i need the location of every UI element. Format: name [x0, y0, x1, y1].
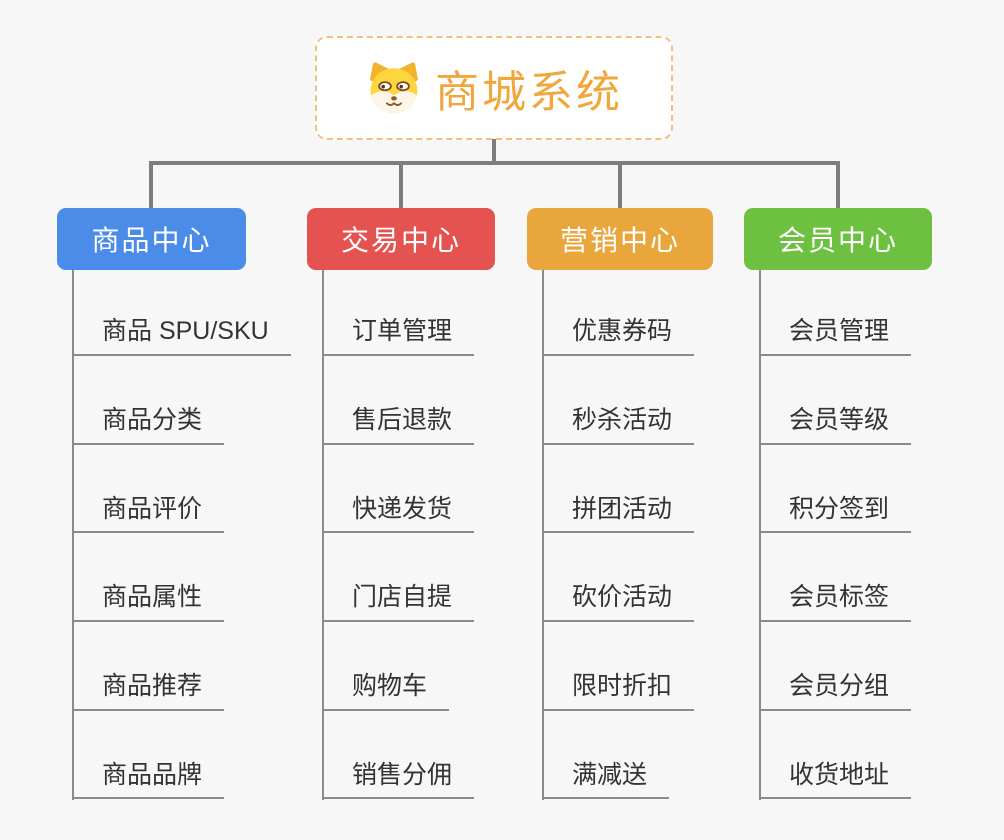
child-node[interactable]: 满减送: [527, 711, 779, 800]
branch-node-product-center[interactable]: 商品中心: [57, 208, 246, 270]
child-node[interactable]: 会员标签: [744, 533, 996, 623]
branch-children-marketing: 优惠券码 秒杀活动 拼团活动 砍价活动 限时折扣 满减送: [527, 270, 779, 801]
child-node-label: 订单管理: [322, 317, 475, 356]
child-node[interactable]: 砍价活动: [527, 533, 779, 623]
child-node-label: 商品推荐: [72, 672, 225, 711]
child-node[interactable]: 销售分佣: [307, 711, 559, 800]
child-node-label: 满减送: [542, 761, 670, 800]
child-node[interactable]: 快递发货: [307, 445, 559, 534]
child-node-label: 商品属性: [72, 583, 225, 623]
child-node[interactable]: 购物车: [307, 622, 559, 711]
child-node-label: 门店自提: [322, 583, 475, 623]
root-node[interactable]: 商城系统: [315, 36, 673, 140]
branch-children-trade: 订单管理 售后退款 快递发货 门店自提 购物车 销售分佣: [307, 270, 559, 801]
child-node[interactable]: 商品评价: [57, 445, 309, 534]
child-node[interactable]: 门店自提: [307, 533, 559, 623]
child-node-label: 商品分类: [72, 406, 225, 445]
branch-children-member: 会员管理 会员等级 积分签到 会员标签 会员分组 收货地址: [744, 270, 996, 801]
branch-node-member-center[interactable]: 会员中心: [744, 208, 932, 270]
connector-horizontal-bar: [149, 161, 840, 165]
child-node[interactable]: 商品分类: [57, 356, 309, 445]
child-node[interactable]: 优惠券码: [527, 270, 779, 356]
child-node[interactable]: 收货地址: [744, 711, 996, 800]
child-node-label: 快递发货: [322, 495, 475, 534]
child-node-label: 拼团活动: [542, 495, 695, 534]
connector-drop-product: [149, 161, 153, 210]
connector-drop-marketing: [618, 161, 622, 210]
child-node-label: 优惠券码: [542, 317, 695, 356]
child-node-label: 商品评价: [72, 495, 225, 534]
child-node-label: 限时折扣: [542, 672, 695, 711]
child-node[interactable]: 商品推荐: [57, 622, 309, 711]
child-node[interactable]: 秒杀活动: [527, 356, 779, 445]
branch-node-trade-center[interactable]: 交易中心: [307, 208, 495, 270]
child-node-label: 会员等级: [759, 406, 912, 445]
connector-root-stem: [492, 139, 496, 163]
child-node[interactable]: 会员等级: [744, 356, 996, 445]
connector-drop-member: [836, 161, 840, 210]
child-node-label: 购物车: [322, 672, 450, 711]
child-node-label: 商品 SPU/SKU: [72, 317, 291, 356]
child-node[interactable]: 限时折扣: [527, 622, 779, 711]
child-node[interactable]: 订单管理: [307, 270, 559, 356]
child-node-label: 积分签到: [759, 495, 912, 534]
child-node-label: 售后退款: [322, 406, 475, 445]
dog-face-icon: [370, 62, 418, 114]
child-node-label: 会员管理: [759, 317, 912, 356]
branch-children-product: 商品 SPU/SKU 商品分类 商品评价 商品属性 商品推荐 商品品牌: [57, 270, 309, 801]
child-node-label: 砍价活动: [542, 583, 695, 623]
child-node-label: 销售分佣: [322, 761, 475, 800]
child-node-label: 商品品牌: [72, 761, 225, 800]
child-node-label: 会员标签: [759, 583, 912, 623]
branch-node-marketing-center[interactable]: 营销中心: [527, 208, 713, 270]
child-node-label: 会员分组: [759, 672, 912, 711]
child-node[interactable]: 商品品牌: [57, 711, 309, 800]
child-node[interactable]: 售后退款: [307, 356, 559, 445]
root-title: 商城系统: [435, 68, 623, 117]
child-node-label: 秒杀活动: [542, 406, 695, 445]
child-node[interactable]: 会员管理: [744, 270, 996, 356]
child-node[interactable]: 商品 SPU/SKU: [57, 270, 309, 356]
child-node[interactable]: 拼团活动: [527, 445, 779, 534]
child-node[interactable]: 积分签到: [744, 445, 996, 534]
child-node[interactable]: 商品属性: [57, 533, 309, 623]
child-node[interactable]: 会员分组: [744, 622, 996, 711]
child-node-label: 收货地址: [759, 761, 912, 800]
connector-drop-trade: [399, 161, 403, 210]
